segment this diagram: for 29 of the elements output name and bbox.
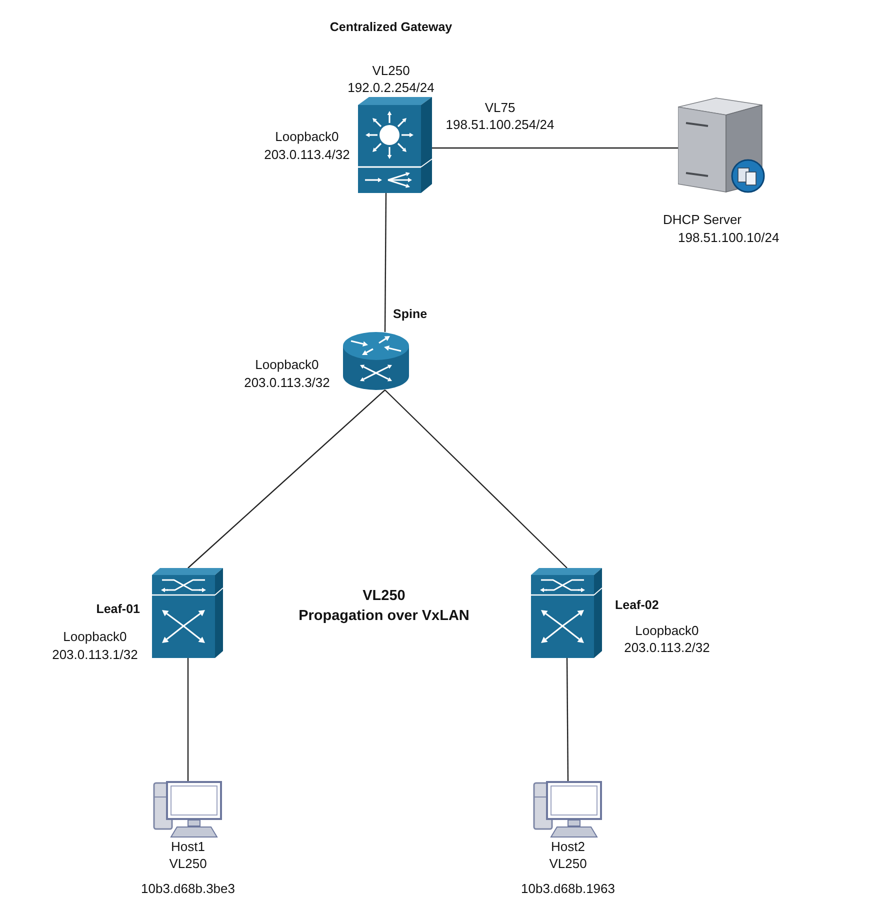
switch-icon: [152, 568, 223, 658]
interface-address: Loopback0 203.0.113.2/32: [624, 622, 710, 656]
connection-line: [384, 193, 387, 332]
device-name: Centralized Gateway: [330, 19, 452, 36]
interface-address: Loopback0 203.0.113.1/32: [52, 628, 138, 664]
device-name: Leaf-02: [615, 597, 659, 614]
device-name: Spine: [393, 306, 428, 323]
interface-address: VL250 192.0.2.254/24: [348, 62, 434, 96]
mac-address: 10b3.d68b.3be3: [141, 880, 235, 897]
interface-address: Loopback0 203.0.113.3/32: [244, 356, 330, 392]
interface-address: Loopback0 203.0.113.4/32: [264, 128, 350, 164]
router-icon: [343, 332, 409, 390]
desktop-computer-icon: [153, 781, 223, 838]
mac-address: 10b3.d68b.1963: [521, 880, 615, 897]
ip-address: 198.51.100.10/24: [678, 229, 780, 246]
host-label: Host1 VL250: [169, 838, 207, 872]
connection-line: [187, 658, 189, 781]
multilayer-switch-icon: [358, 97, 432, 193]
device-name: DHCP Server: [663, 211, 742, 228]
host-label: Host2 VL250: [549, 838, 587, 872]
connection-line: [566, 658, 569, 781]
switch-icon: [531, 568, 602, 658]
desktop-computer-icon: [533, 781, 603, 838]
device-name: Leaf-01: [96, 601, 140, 618]
connection-line: [432, 147, 678, 149]
connection-line: [384, 390, 568, 568]
connection-line: [188, 390, 386, 568]
server-icon: [678, 97, 766, 193]
overlay-note: VL250 Propagation over VxLAN: [298, 587, 470, 626]
